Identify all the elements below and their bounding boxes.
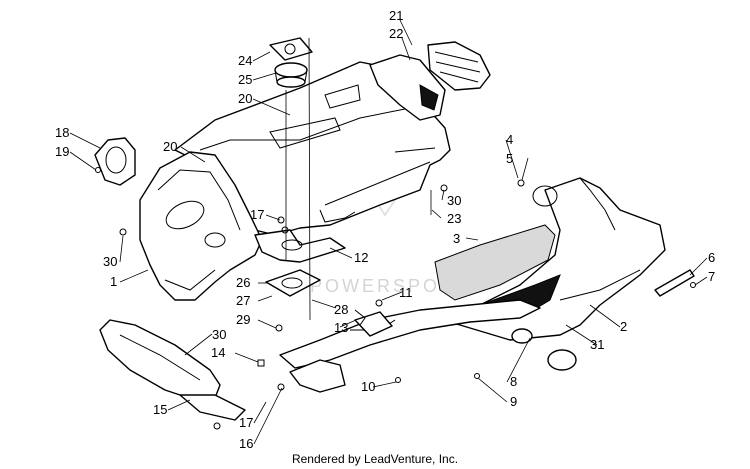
leader-lines — [69, 19, 708, 445]
emblem-plate — [654, 269, 695, 297]
callout-18: 18 — [55, 125, 69, 140]
callout-20-left: 20 — [163, 139, 177, 154]
lower-plate — [265, 269, 321, 297]
upper-body-panel — [174, 61, 451, 236]
callout-30-left: 30 — [103, 254, 117, 269]
front-rail — [279, 299, 541, 393]
callout-9: 9 — [510, 394, 517, 409]
callout-8: 8 — [510, 374, 517, 389]
callout-31: 31 — [590, 337, 604, 352]
callout-13: 13 — [334, 320, 348, 335]
callout-1: 1 — [110, 274, 117, 289]
callout-28: 28 — [334, 302, 348, 317]
callout-3: 3 — [453, 231, 460, 246]
callout-7: 7 — [708, 269, 715, 284]
credit-text: Rendered by LeadVenture, Inc. — [292, 452, 458, 466]
callout-27: 27 — [236, 293, 250, 308]
hood-scoop — [94, 137, 136, 186]
guide-lines — [285, 37, 432, 321]
gasket-grommet — [269, 37, 313, 88]
callout-23: 23 — [447, 211, 461, 226]
lower-front-panel — [99, 319, 246, 421]
callout-4: 4 — [506, 132, 513, 147]
callout-14: 14 — [211, 345, 225, 360]
callout-17-top: 17 — [250, 207, 264, 222]
callout-22: 22 — [389, 26, 403, 41]
callout-24: 24 — [238, 53, 252, 68]
callout-17-bottom: 17 — [239, 415, 253, 430]
callout-2: 2 — [620, 319, 627, 334]
callout-30-right: 30 — [447, 193, 461, 208]
belly-pan — [254, 226, 346, 263]
fasteners — [95, 167, 696, 430]
callout-16: 16 — [239, 436, 253, 451]
callout-15: 15 — [153, 402, 167, 417]
callout-26: 26 — [236, 275, 250, 290]
callout-25: 25 — [238, 72, 252, 87]
callout-11: 11 — [399, 285, 413, 300]
callout-29: 29 — [236, 312, 250, 327]
callout-30-bottom: 30 — [212, 327, 226, 342]
left-side-panel — [139, 151, 263, 301]
vent-grille — [369, 41, 491, 121]
callout-6: 6 — [708, 250, 715, 265]
callout-10: 10 — [361, 379, 375, 394]
callout-labels: 21 22 24 25 20 18 19 20 4 5 30 23 3 17 3… — [55, 8, 715, 451]
callout-21: 21 — [389, 8, 403, 23]
callout-19: 19 — [55, 144, 69, 159]
mesh-panel — [434, 224, 556, 301]
round-cover — [511, 328, 577, 371]
callout-5: 5 — [506, 151, 513, 166]
callout-20-top: 20 — [238, 91, 252, 106]
callout-12: 12 — [354, 250, 368, 265]
